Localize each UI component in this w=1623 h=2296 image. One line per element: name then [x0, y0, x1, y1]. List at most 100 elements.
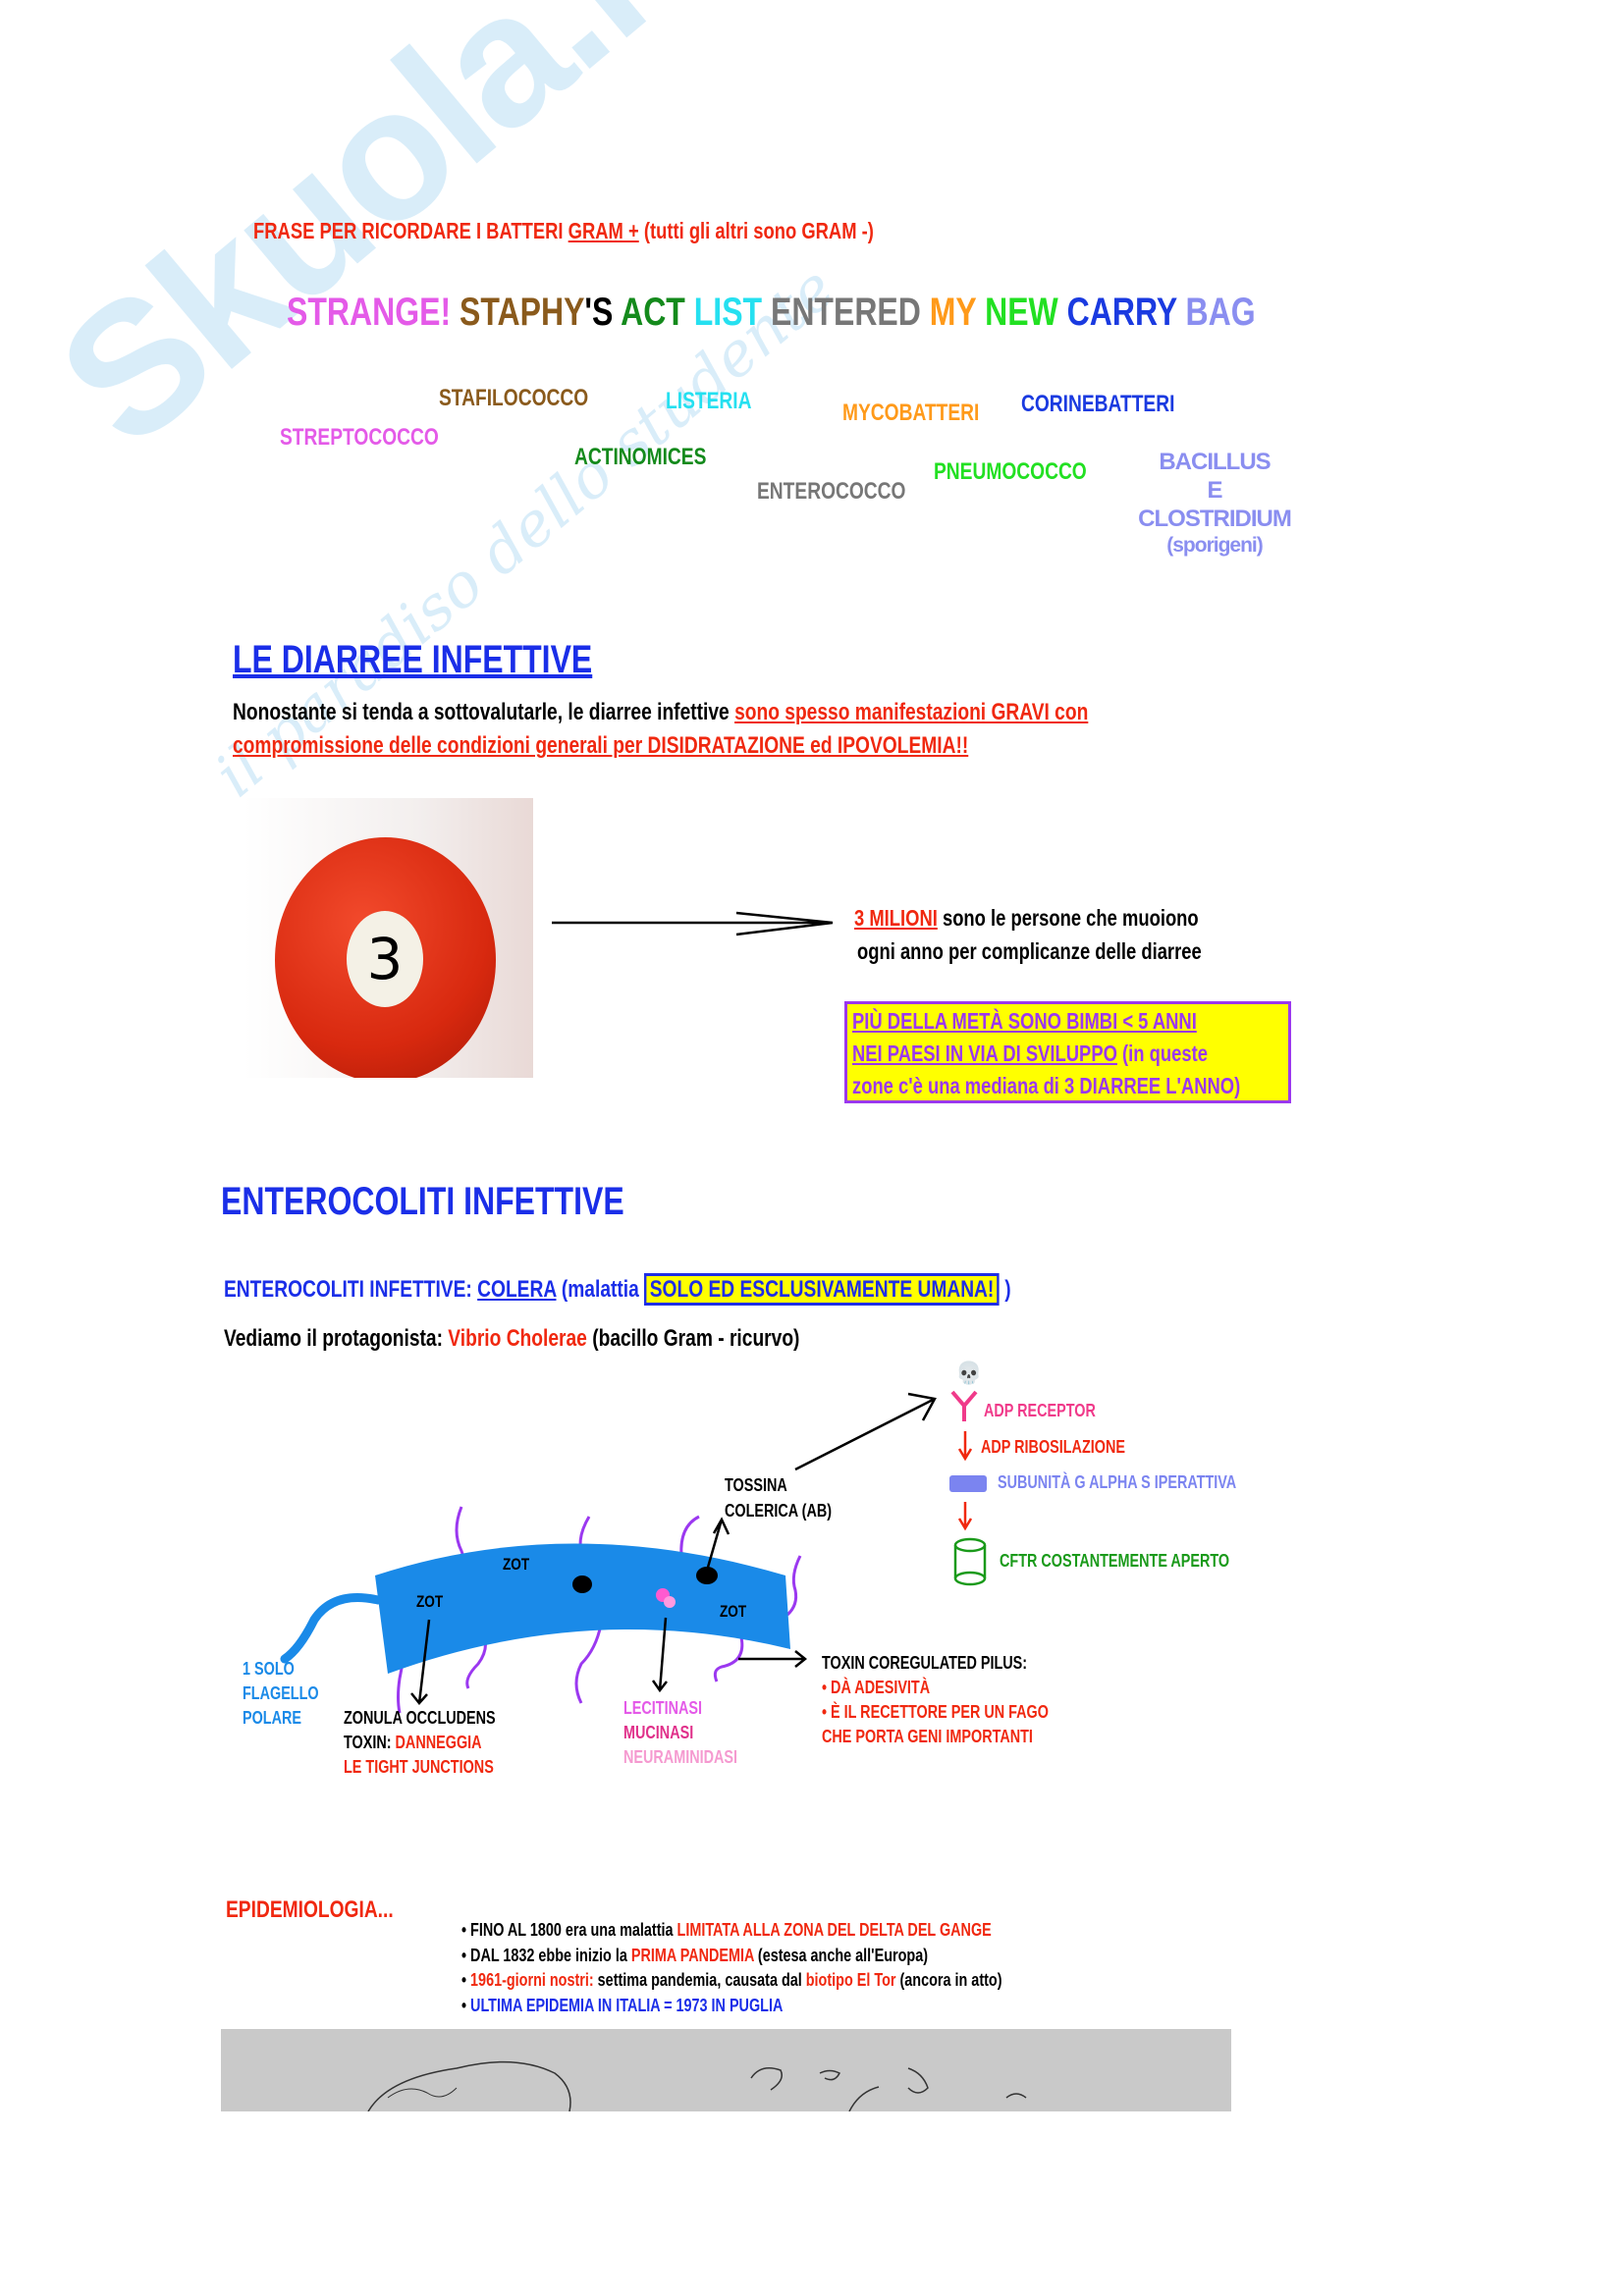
bacterium-pneumococco: PNEUMOCOCCO [934, 458, 1087, 485]
epi-bullet: • DAL 1832 ebbe inizio la PRIMA PANDEMIA… [461, 1944, 1002, 1969]
enzyme-dot [664, 1596, 676, 1608]
mnemonic-intro: FRASE PER RICORDARE I BATTERI GRAM + (tu… [253, 218, 874, 245]
bacterium-corinebatteri: CORINEBATTERI [1021, 391, 1175, 417]
tossina-label: TOSSINA COLERICA (AB) [725, 1472, 832, 1523]
b3-note: (ancora in atto) [895, 1970, 1002, 1990]
zonula-line1: ZONULA OCCLUDENS [344, 1708, 496, 1728]
world-map-image [221, 2029, 1231, 2112]
bacterium-bacillus: BACILLUS E CLOSTRIDIUM (sporigeni) [1131, 449, 1298, 559]
phrase-word: ACT [613, 291, 685, 334]
stat-number: 3 MILIONI [854, 905, 938, 931]
b2-highlight: PRIMA PANDEMIA [630, 1945, 754, 1965]
epi-bullet: • ULTIMA EPIDEMIA IN ITALIA = 1973 IN PU… [461, 1994, 1002, 2019]
bacterium-listeria: LISTERIA [666, 388, 752, 414]
polar-flagellum [280, 1593, 383, 1664]
b2-note: (estesa anche all'Europa) [753, 1945, 929, 1965]
pilus-label: TOXIN COREGULATED PILUS: • DÀ ADESIVITÀ … [822, 1651, 1049, 1749]
stat-line1: 3 MILIONI sono le persone che muoiono [854, 905, 1199, 933]
epi-bullet: • 1961-giorni nostri: settima pandemia, … [461, 1968, 1002, 1994]
lecitinasi: LECITINASI [623, 1698, 703, 1718]
enzyme-dot [656, 1588, 670, 1602]
b1-highlight: LIMITATA ALLA ZONA DEL DELTA DEL GANGE [676, 1920, 992, 1940]
bacterium-enterococco: ENTEROCOCCO [757, 478, 906, 505]
colera-close: ) [999, 1276, 1011, 1303]
b4-bullet: • [461, 1995, 471, 2015]
pilus-line3: • È IL RECETTORE PER UN FAGO [822, 1702, 1049, 1722]
enterocoliti-title: ENTEROCOLITI INFETTIVE [221, 1180, 624, 1223]
colera-name: COLERA [477, 1276, 557, 1303]
phrase-word: LIST [684, 291, 763, 334]
bacterium-streptococco: STREPTOCOCCO [280, 424, 439, 451]
colera-human-only-badge: SOLO ED ESCLUSIVAMENTE UMANA! [644, 1273, 1000, 1306]
phrase-word: BAG [1176, 291, 1256, 334]
b3-bullet: • [461, 1970, 471, 1990]
adp-ribosilazione-label: ADP RIBOSILAZIONE [981, 1437, 1125, 1457]
box-line2-text: (in queste [1116, 1041, 1208, 1066]
skull-icon: 💀 [955, 1361, 983, 1385]
map-outline [367, 2060, 1027, 2112]
billiard-ball-image: 3 [243, 798, 533, 1078]
box-line3: zone c'è una mediana di 3 DIARREE L'ANNO… [852, 1073, 1241, 1098]
zot-label: ZOT [416, 1592, 444, 1611]
children-highlight-box [844, 1001, 1291, 1103]
neuraminidasi: NEURAMINIDASI [623, 1747, 738, 1767]
box-line2-highlight: NEI PAESI IN VIA DI SVILUPPO [852, 1041, 1117, 1066]
colera-prefix: ENTEROCOLITI INFETTIVE: [224, 1276, 478, 1303]
stat-text: sono le persone che muoiono [937, 905, 1199, 931]
flagello-line1: 1 SOLO [243, 1659, 295, 1679]
ball-number: 3 [347, 911, 423, 1007]
epi-bullet: • FINO AL 1800 era una malattia LIMITATA… [461, 1918, 1002, 1944]
gram-positive: GRAM + [568, 218, 639, 243]
pilus-line4: CHE PORTA GENI IMPORTANTI [822, 1727, 1033, 1746]
mnemonic-phrase: STRANGE! STAPHY'S ACT LIST ENTERED MY NE… [287, 289, 1256, 336]
vediamo-prefix: Vediamo il protagonista: [224, 1325, 449, 1352]
b1-text: • FINO AL 1800 era una malattia [461, 1920, 677, 1940]
diarree-paragraph-line2: compromissione delle condizioni generali… [233, 732, 969, 759]
zonula-label: ZONULA OCCLUDENS TOXIN: DANNEGGIA LE TIG… [344, 1706, 496, 1780]
sporigeni-line: (sporigeni) [1166, 534, 1264, 558]
b3-biotipo: biotipo El Tor [805, 1970, 896, 1990]
vibrio-name: Vibrio Cholerae [448, 1325, 587, 1352]
bacillus-line: BACILLUS [1159, 449, 1271, 475]
down-arrow-icon [957, 1431, 973, 1462]
pilus-line2: • DÀ ADESIVITÀ [822, 1678, 931, 1697]
zonula-line2: TOXIN: [344, 1733, 396, 1752]
vediamo-line: Vediamo il protagonista: Vibrio Cholerae… [224, 1325, 799, 1354]
enzimi-label: LECITINASI MUCINASI NEURAMINIDASI [623, 1696, 737, 1770]
paragraph-text: Nonostante si tenda a sottovalutarle, le… [233, 699, 735, 725]
adp-receptor-icon [950, 1390, 978, 1421]
colera-paren: (malattia [556, 1276, 645, 1303]
vibrio-description: (bacillo Gram - ricurvo) [586, 1325, 800, 1352]
flagello-line3: POLARE [243, 1708, 302, 1728]
tossina-line1: TOSSINA [725, 1475, 787, 1495]
diarree-title: LE DIARREE INFETTIVE [233, 638, 593, 681]
phrase-word: NEW [976, 291, 1058, 334]
down-arrow-icon [957, 1502, 973, 1531]
colera-line: ENTEROCOLITI INFETTIVE: COLERA (malattia… [224, 1273, 1011, 1306]
intro-note: (tutti gli altri sono GRAM -) [638, 218, 874, 243]
toxin-dot [696, 1567, 718, 1584]
clostridium-line: E CLOSTRIDIUM [1138, 476, 1292, 532]
adp-receptor-label: ADP RECEPTOR [984, 1401, 1096, 1420]
flagello-label: 1 SOLO FLAGELLO POLARE [243, 1657, 319, 1731]
phrase-word: 'S [584, 291, 614, 334]
paragraph-highlight: sono spesso manifestazioni GRAVI con [734, 699, 1089, 725]
bacterium-mycobatteri: MYCOBATTERI [842, 400, 980, 426]
intro-text: FRASE PER RICORDARE I BATTERI [253, 218, 568, 243]
toxin-dot [572, 1575, 592, 1593]
g-alpha-subunit-icon [949, 1475, 987, 1492]
subunita-label: SUBUNITÀ G ALPHA S IPERATTIVA [998, 1472, 1237, 1492]
cftr-channel-icon [953, 1537, 987, 1586]
epidemiologia-title: EPIDEMIOLOGIA... [226, 1896, 394, 1923]
b3-date: 1961-giorni nostri: [470, 1970, 594, 1990]
phrase-word: STAPHY [451, 291, 585, 334]
phrase-word: STRANGE! [287, 291, 452, 334]
bacterium-stafilococco: STAFILOCOCCO [439, 385, 589, 411]
flagello-line2: FLAGELLO [243, 1683, 319, 1703]
diarree-paragraph-line1: Nonostante si tenda a sottovalutarle, le… [233, 699, 1088, 727]
b4-text: ULTIMA EPIDEMIA IN ITALIA = 1973 IN PUGL… [470, 1995, 784, 2015]
phrase-word: ENTERED [762, 291, 921, 334]
zonula-damage: DANNEGGIA [395, 1733, 482, 1752]
stat-line2: ogni anno per complicanze delle diarree [857, 938, 1202, 964]
cftr-label: CFTR COSTANTEMENTE APERTO [1000, 1551, 1230, 1571]
